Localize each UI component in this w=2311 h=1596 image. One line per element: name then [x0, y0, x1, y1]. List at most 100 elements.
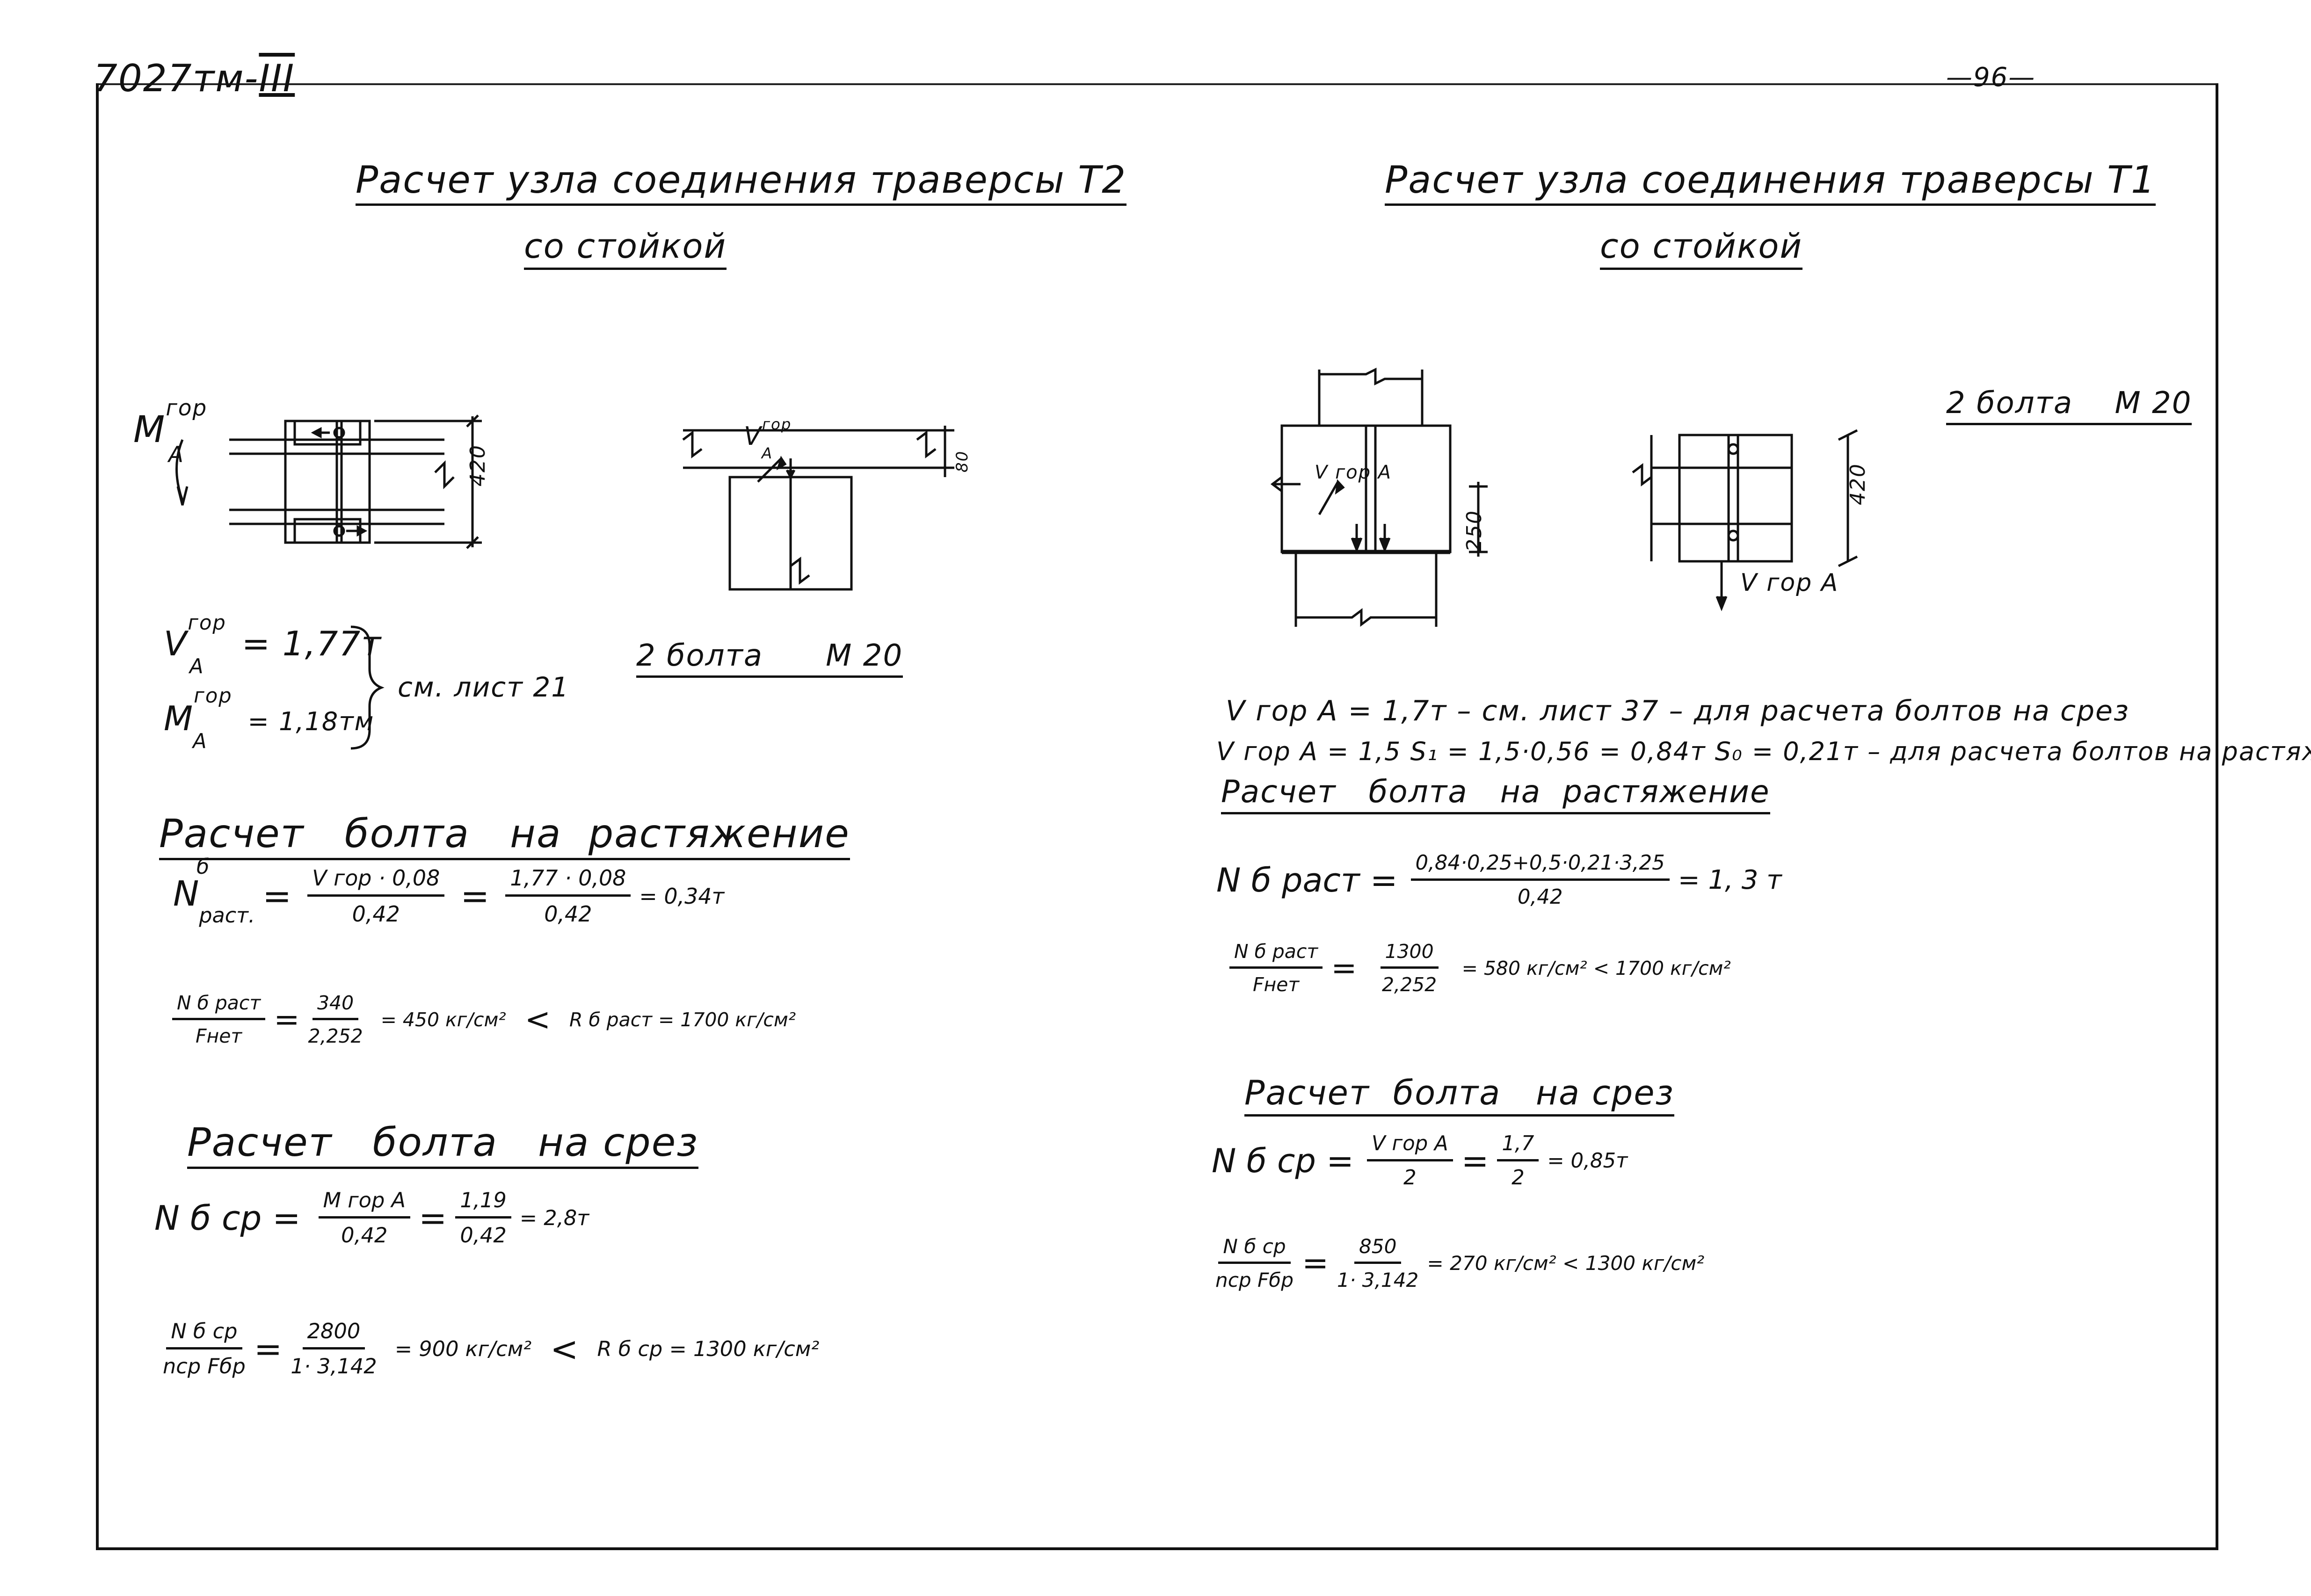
eq3-equals: =	[419, 1198, 447, 1238]
right-line1: V гор A = 1,7т – см. лист 37 – для расче…	[1226, 695, 2129, 727]
r-eq4-lhs-num: N б ср	[1218, 1235, 1291, 1264]
left-fig2-dim-80: 80	[953, 450, 972, 472]
eq1-frac1-num: V гор · 0,08	[307, 865, 445, 897]
fig2-V: V	[744, 421, 762, 451]
r-eq2-equals: =	[1331, 950, 1357, 986]
r-eq4-frac: 850 1· 3,142	[1337, 1235, 1418, 1291]
r-eq3-frac1-den: 2	[1403, 1166, 1417, 1190]
force-V-symbol: V	[164, 624, 188, 663]
eq3-frac1: M гор A 0,42	[318, 1188, 411, 1248]
eq1-N-sup: б	[196, 855, 210, 879]
eq1-N-sub: раст.	[199, 903, 255, 928]
eq4-result: = 900 кг/см²	[394, 1336, 532, 1361]
eq4-frac-den: 1· 3,142	[291, 1354, 377, 1378]
eq2-lhs-num: N б раст	[172, 992, 266, 1020]
eq3-frac1-num: M гор A	[318, 1188, 411, 1219]
force-M-value: = 1,18тм	[247, 707, 375, 736]
left-fig2-drawing	[682, 426, 954, 591]
left-eq2: N б раст Fнет = 340 2,252 = 450 кг/см² <…	[164, 992, 796, 1047]
left-fig1-moment-label: Mгор A	[133, 398, 207, 466]
r-eq1-num: 0,84·0,25+0,5·0,21·3,25	[1410, 851, 1670, 881]
right-fig2-force-label: V гор A	[1740, 569, 1839, 597]
document-code-roman: III	[259, 57, 295, 100]
r-eq3-equals: =	[1461, 1141, 1489, 1180]
force-M-sup: гор	[194, 684, 233, 708]
r-eq4-frac-num: 850	[1354, 1235, 1402, 1264]
r-eq3-frac2-den: 2	[1512, 1166, 1525, 1190]
document-code-text: 7027тм-	[94, 57, 259, 100]
moment-symbol: M	[133, 409, 166, 451]
r-eq1-frac: 0,84·0,25+0,5·0,21·3,25 0,42	[1410, 851, 1670, 909]
r-eq3-frac1-num: V гор A	[1366, 1132, 1453, 1161]
eq2-result: = 450 кг/см²	[380, 1008, 506, 1031]
r-eq2-lhs-den: Fнет	[1252, 973, 1300, 996]
left-section-tension: Расчет болта на растяжение	[159, 814, 850, 860]
left-fig1-drawing	[175, 414, 482, 549]
eq4-equals: =	[254, 1329, 283, 1369]
right-fig2-drawing	[1632, 429, 1858, 611]
r-eq2-lhs-frac: N б раст Fнет	[1229, 940, 1323, 996]
right-title-line2: со стойкой	[1600, 229, 1803, 270]
right-fig1-force-label: V гор A	[1315, 462, 1392, 483]
r-eq4-frac-den: 1· 3,142	[1337, 1269, 1419, 1291]
eq1-equals2: =	[460, 876, 490, 916]
eq3-frac2-num: 1,19	[455, 1188, 511, 1219]
r-eq4-equals: =	[1302, 1245, 1329, 1282]
r-eq4-result: = 270 кг/см² < 1300 кг/см²	[1427, 1252, 1705, 1275]
eq1-frac1: V гор · 0,08 0,42	[307, 865, 445, 927]
eq2-frac-num: 340	[312, 992, 359, 1020]
eq4-lt: <	[550, 1329, 579, 1369]
eq2-lhs-frac: N б раст Fнет	[172, 992, 266, 1047]
eq3-frac2: 1,19 0,42	[455, 1188, 511, 1248]
eq2-frac: 340 2,252	[308, 992, 363, 1047]
right-line2: V гор A = 1,5 S₁ = 1,5·0,56 = 0,84т S₀ =…	[1216, 737, 2311, 766]
eq1-result: = 0,34т	[639, 883, 725, 909]
right-fig1-dim-250: 250	[1462, 510, 1486, 552]
right-fig1-drawing	[1270, 367, 1488, 627]
drawing-frame	[96, 83, 2218, 1550]
eq3-lhs: N б ср =	[154, 1198, 301, 1238]
eq1-frac2: 1,77 · 0,08 0,42	[505, 865, 631, 927]
left-eq3: N б ср = M гор A 0,42 = 1,19 0,42 = 2,8т	[154, 1188, 589, 1248]
eq3-result: = 2,8т	[519, 1205, 589, 1230]
r-eq1-den: 0,42	[1517, 885, 1563, 909]
fig2-V-sup: гор	[762, 415, 792, 433]
eq4-R: R б ср = 1300 кг/см²	[597, 1336, 820, 1361]
eq2-R: R б раст = 1700 кг/см²	[569, 1008, 796, 1031]
r-eq3-frac2-num: 1,7	[1497, 1132, 1539, 1161]
eq2-equals: =	[274, 1001, 300, 1037]
right-eq2: N б раст Fнет = 1300 2,252 = 580 кг/см² …	[1221, 940, 1731, 996]
eq4-frac-num: 2800	[302, 1319, 365, 1349]
force-M-symbol: M	[164, 699, 194, 738]
r-eq1-result: = 1, 3 т	[1678, 865, 1782, 895]
force-M-sub: A	[193, 730, 208, 753]
eq2-lhs-den: Fнет	[195, 1025, 242, 1047]
left-ref-note: см. лист 21	[398, 671, 570, 703]
r-eq3-frac2: 1,7 2	[1497, 1132, 1539, 1190]
force-V-sup: гор	[188, 611, 226, 635]
right-fig2-dim-420: 420	[1846, 463, 1870, 505]
force-V-value: = 1,77т	[241, 624, 382, 663]
r-eq4-lhs-frac: N б ср nср Fбр	[1215, 1235, 1294, 1291]
r-eq3-lhs: N б ср =	[1212, 1141, 1354, 1180]
right-section-tension: Расчет болта на растяжение	[1221, 776, 1770, 814]
right-bolts-label: 2 болта М 20	[1946, 388, 2192, 425]
left-force-brace	[350, 625, 385, 750]
eq1-frac2-den: 0,42	[544, 901, 592, 927]
eq4-lhs-frac: N б ср nср Fбр	[163, 1319, 246, 1378]
eq1-equals: =	[262, 876, 292, 916]
left-title-line2: со стойкой	[524, 229, 727, 270]
eq1-frac2-num: 1,77 · 0,08	[505, 865, 631, 897]
eq1-frac1-den: 0,42	[352, 901, 400, 927]
eq3-frac1-den: 0,42	[341, 1223, 388, 1248]
eq2-frac-den: 2,252	[308, 1025, 363, 1047]
moment-sup: гор	[166, 396, 208, 421]
page-number: —96—	[1946, 62, 2036, 93]
right-section-shear: Расчет болта на срез	[1244, 1076, 1674, 1117]
eq4-lhs-num: N б ср	[166, 1319, 242, 1349]
r-eq2-result: = 580 кг/см² < 1700 кг/см²	[1461, 957, 1731, 979]
left-force-M: Mгор A = 1,18тм	[164, 686, 375, 751]
